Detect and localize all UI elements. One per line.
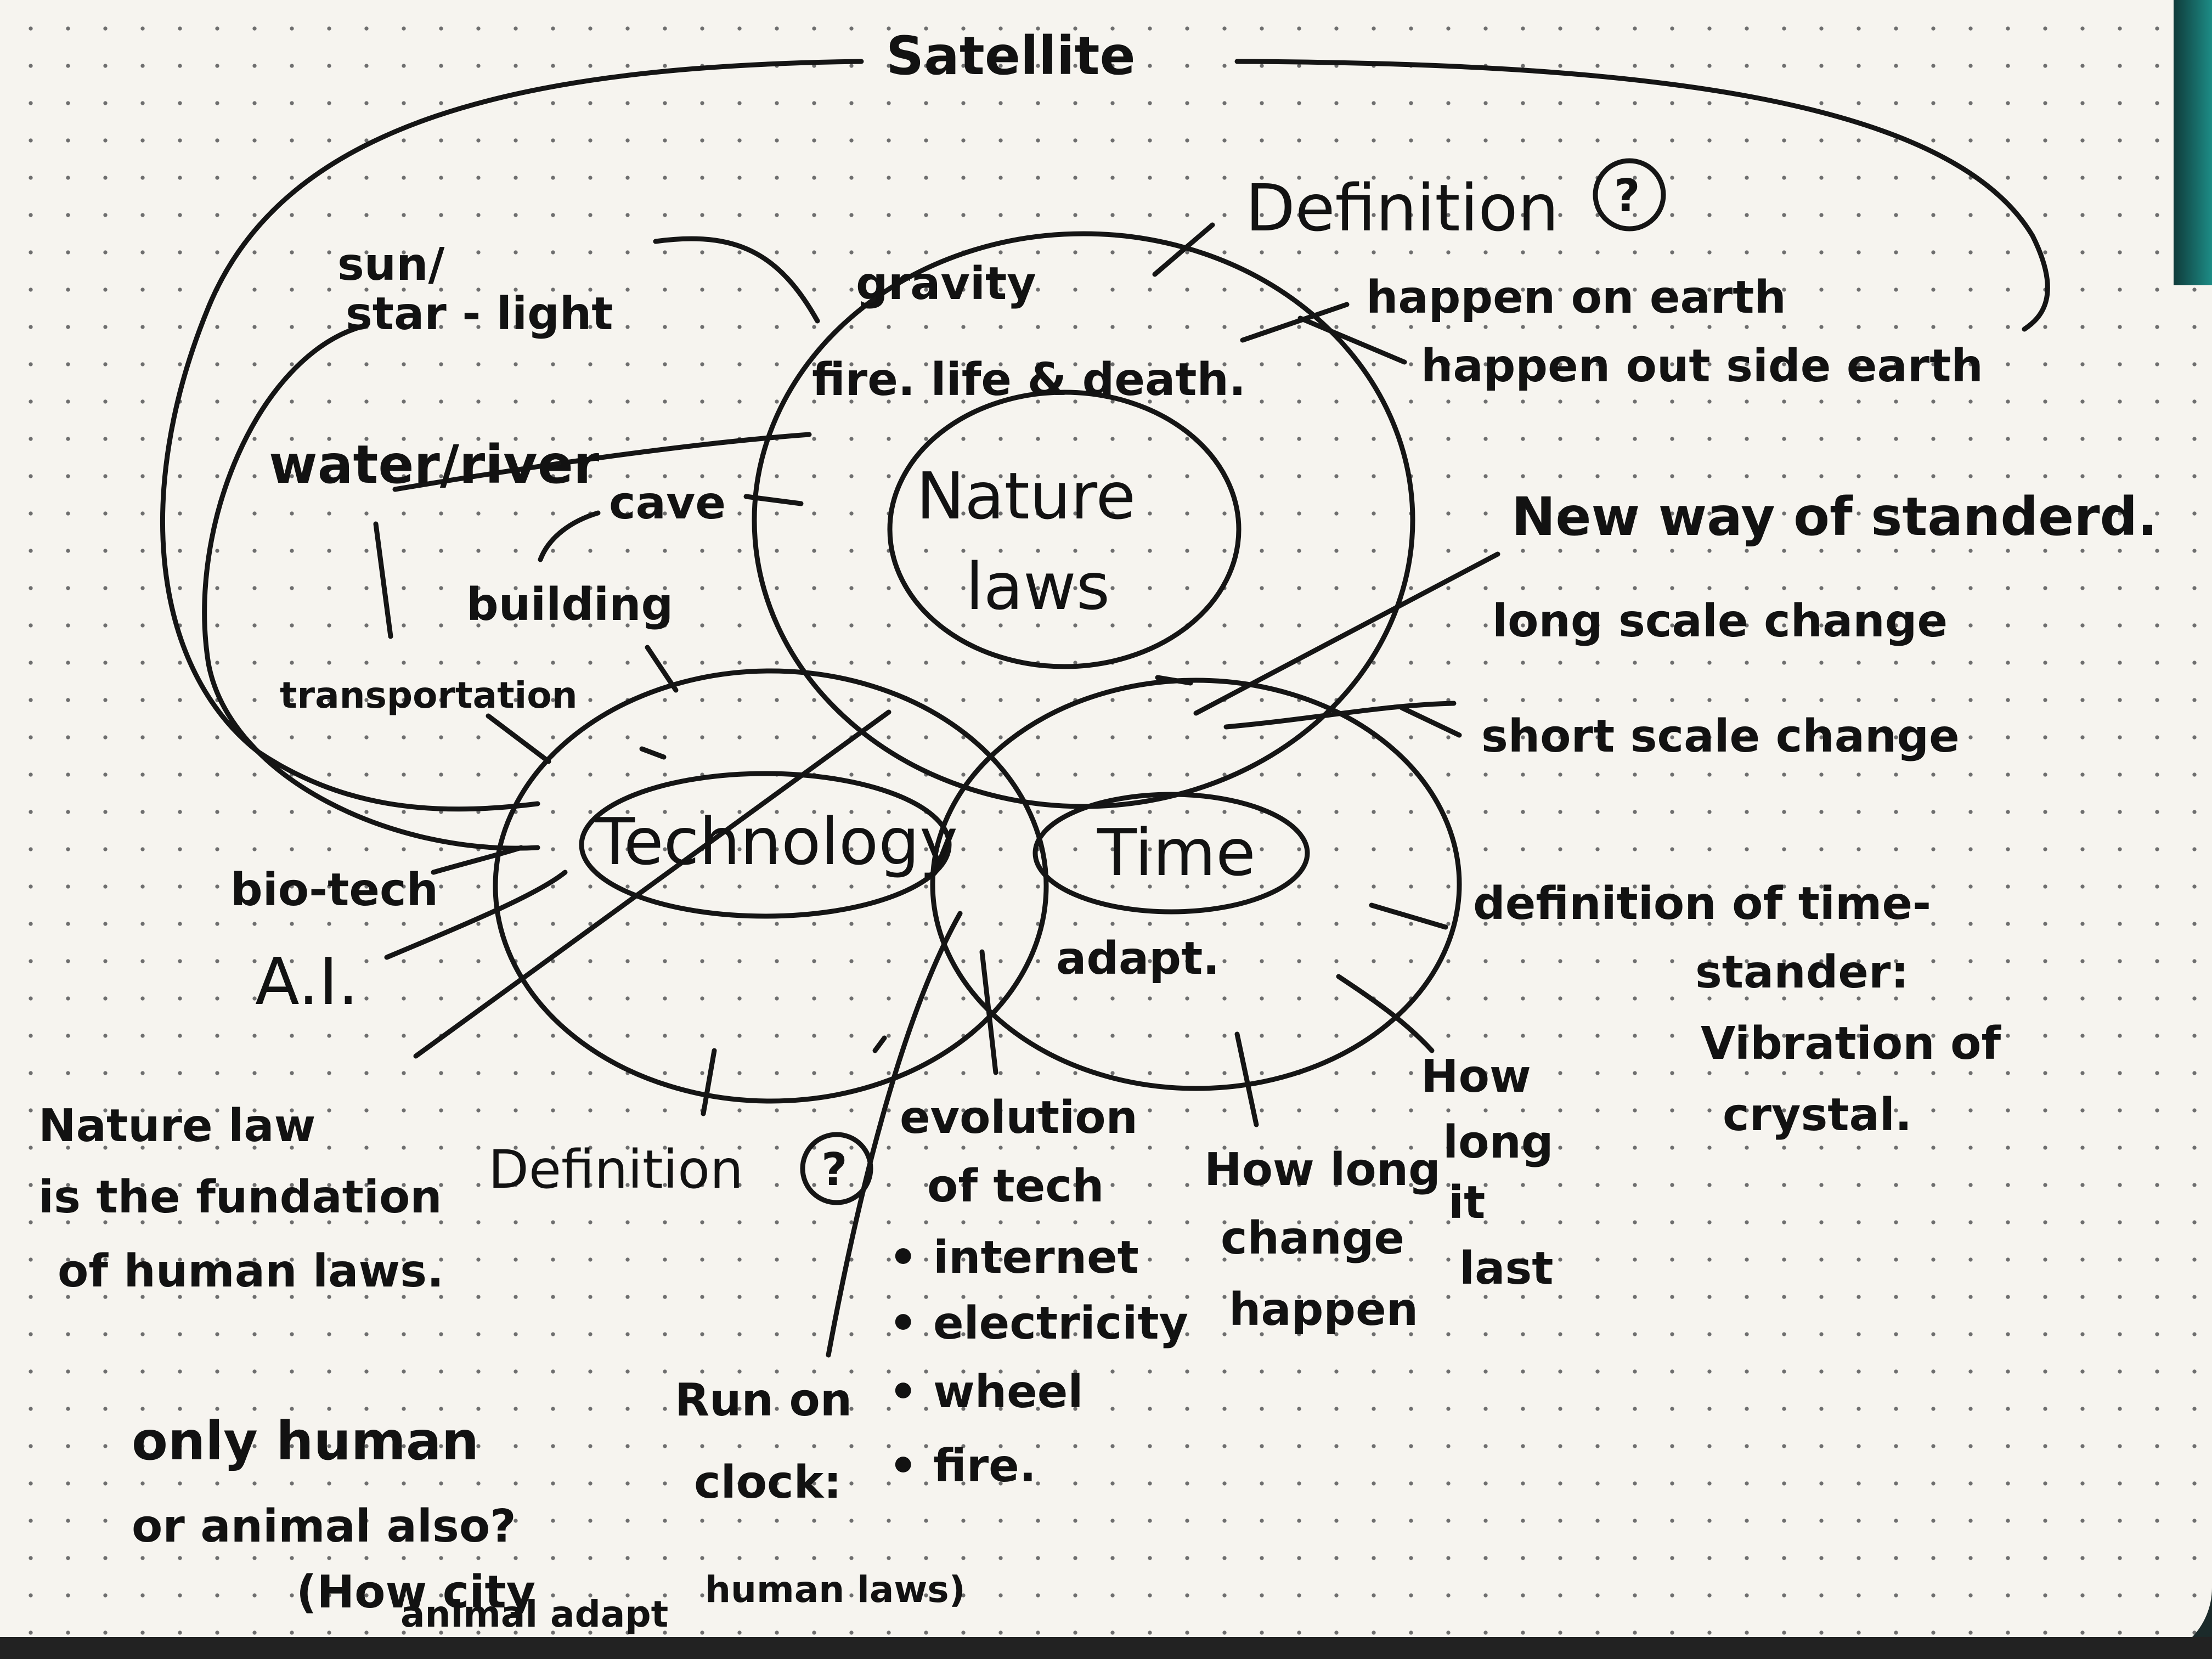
definition-time-line — [1369, 902, 1448, 930]
animal-adapt-label: animal adapt — [400, 1593, 668, 1635]
new-way-line — [1193, 551, 1500, 716]
building-line — [645, 645, 679, 693]
transportation-line — [486, 713, 551, 764]
tech-bullet-electricity: • electricity — [889, 1297, 1188, 1350]
technology-oval-tail — [639, 746, 667, 760]
cave-label: cave — [609, 477, 726, 529]
notebook-cover-edge — [2174, 0, 2212, 285]
how-long-last-line — [1336, 974, 1435, 1053]
nature-law-label-1: Nature law — [38, 1100, 315, 1152]
definition-time-label-2: stander: — [1695, 946, 1909, 998]
bio-tech-label: bio-tech — [230, 864, 438, 916]
sun-connector — [653, 236, 820, 324]
technology-circle — [493, 668, 1049, 1104]
definition-bottom-label: Definition — [488, 1139, 743, 1200]
nature-law-label-2: is the fundation — [38, 1171, 442, 1223]
or-animal-label: or animal also? — [132, 1500, 516, 1553]
happen-on-earth-label: happen on earth — [1366, 272, 1786, 324]
water-underline — [392, 432, 812, 492]
clock-label: clock: — [694, 1457, 842, 1509]
how-long-change-label-1: How long — [1204, 1144, 1441, 1196]
star-loop — [202, 324, 540, 851]
how-city-label: (How city — [296, 1566, 535, 1618]
nature-law-connector — [413, 709, 891, 1059]
fire-branch-b — [1297, 315, 1407, 365]
tech-definition-line — [701, 1048, 717, 1116]
run-on-clock-line — [826, 911, 963, 1358]
tech-bullet-internet: • internet — [889, 1232, 1139, 1284]
ai-line — [384, 870, 568, 960]
fire-branch-a — [1240, 302, 1350, 343]
fire-life-death-label: fire. life & death. — [812, 354, 1246, 406]
how-long-change-label-2: change — [1221, 1212, 1404, 1265]
new-way-label: New way of standerd. — [1511, 486, 2158, 548]
short-scale-line — [1223, 701, 1462, 738]
nature-label: Nature — [916, 458, 1136, 534]
satellite-right-loop — [1234, 59, 2050, 332]
satellite-left-loop — [160, 59, 864, 812]
how-long-change-label-3: happen — [1229, 1284, 1418, 1336]
long-scale-label: long scale change — [1492, 595, 1948, 647]
how-long-last-label-4: last — [1459, 1243, 1553, 1295]
building-label: building — [466, 579, 673, 631]
definition-time-label-3: Vibration of — [1701, 1018, 2001, 1070]
adapt-label: adapt. — [1056, 933, 1220, 985]
run-on-label: Run on — [675, 1374, 852, 1426]
how-long-last-label-1: How — [1421, 1051, 1531, 1103]
ai-label: A.I. — [255, 944, 358, 1019]
human-laws-label: human laws) — [705, 1568, 966, 1611]
tech-bullet-fire: • fire. — [889, 1440, 1036, 1492]
water-river-label: water/river — [269, 434, 600, 495]
technology-label: Technology — [595, 804, 958, 879]
how-long-change-line — [1234, 1031, 1259, 1127]
definition-time-label-4: crystal. — [1723, 1089, 1912, 1141]
definition-top-line — [1152, 222, 1215, 277]
overlap-stub — [872, 1035, 887, 1053]
question-mark-top: ? — [1614, 170, 1640, 222]
sun-label: sun/ — [337, 239, 445, 291]
cave-line — [743, 494, 804, 506]
time-label: Time — [1097, 815, 1256, 890]
question-circle-top — [1593, 158, 1666, 232]
time-circle — [930, 678, 1462, 1091]
how-long-last-label-3: it — [1448, 1177, 1485, 1229]
nature-law-label-3: of human laws. — [58, 1245, 444, 1297]
cave-building-link — [538, 510, 601, 562]
tech-bullet-wheel: • wheel — [889, 1366, 1083, 1418]
definition-top-label: Definition — [1245, 170, 1559, 246]
technology-oval — [579, 771, 952, 919]
evolution-label-1: evolution — [900, 1092, 1138, 1144]
short-scale-label: short scale change — [1481, 710, 1960, 763]
notebook-cover-bottom — [0, 1637, 2212, 1659]
happen-outside-earth-label: happen out side earth — [1421, 340, 1983, 392]
star-light-label: star - light — [346, 288, 613, 340]
nature-laws-oval — [887, 390, 1242, 669]
laws-label: laws — [966, 549, 1110, 624]
question-mark-bottom: ? — [821, 1144, 848, 1196]
time-oval — [1032, 792, 1310, 915]
transportation-label: transportation — [280, 674, 578, 716]
only-human-label: only human — [132, 1410, 479, 1472]
satellite-title: Satellite — [886, 25, 1136, 87]
evolution-line — [979, 949, 998, 1075]
definition-time-label-1: definition of time- — [1473, 878, 1931, 930]
biotech-line — [431, 845, 524, 875]
time-left-stub — [1155, 675, 1193, 686]
how-long-last-label-2: long — [1443, 1116, 1554, 1169]
water-vertical — [373, 521, 393, 639]
gravity-label: gravity — [856, 258, 1036, 310]
evolution-label-2: of tech — [927, 1160, 1104, 1212]
